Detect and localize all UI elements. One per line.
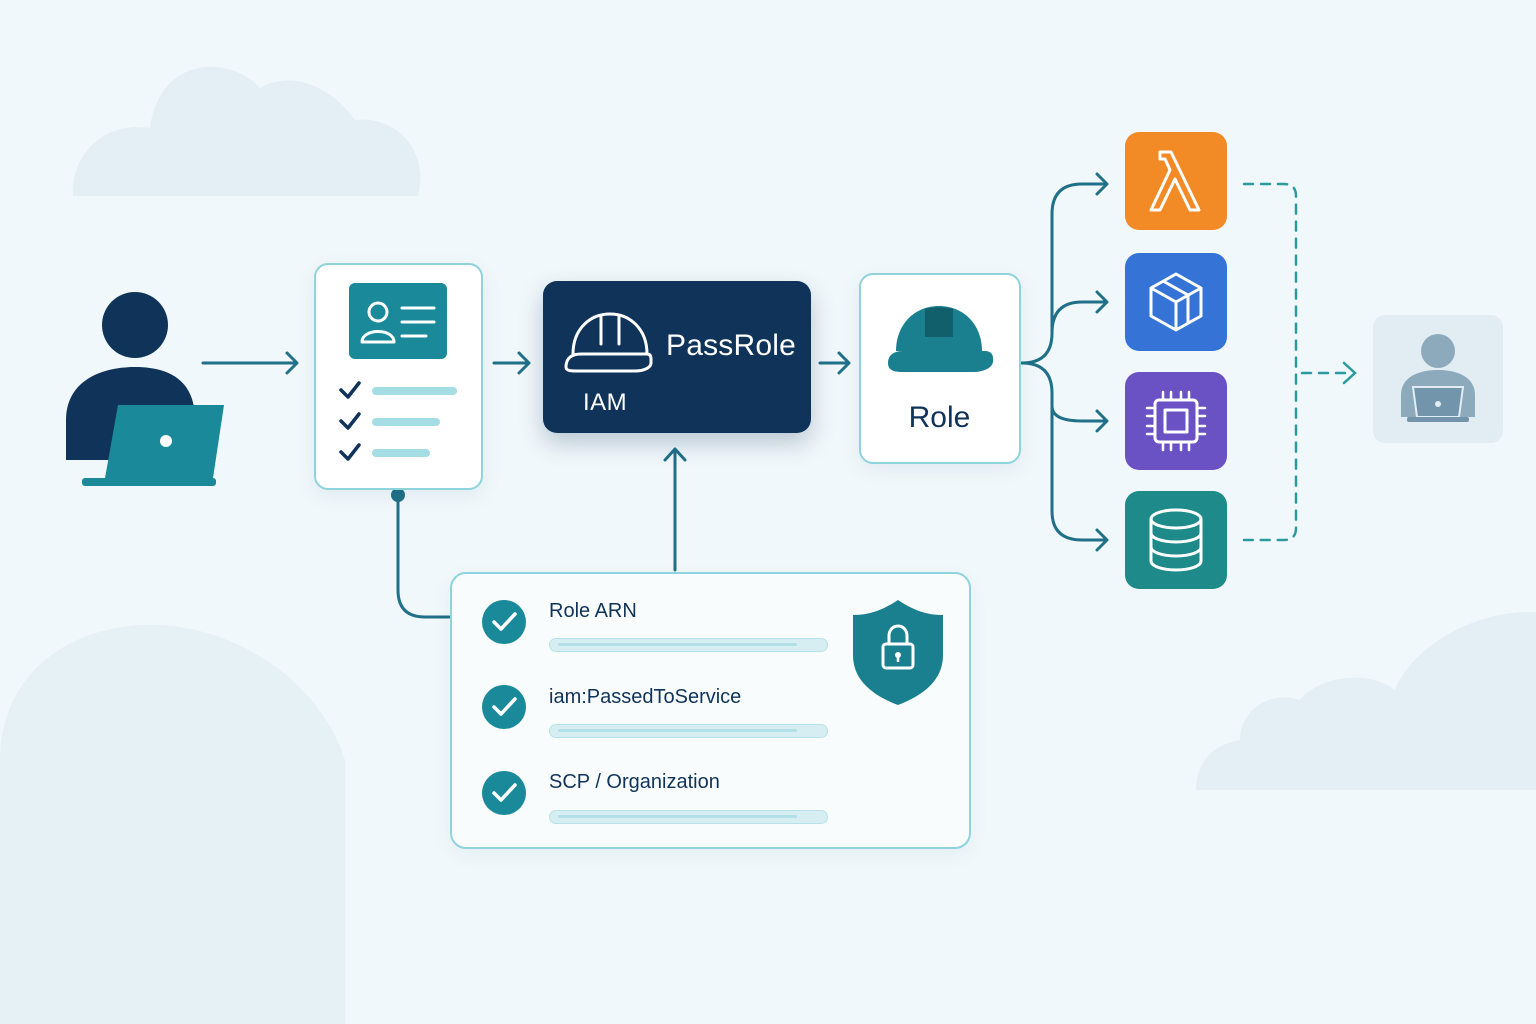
cube-icon [1149, 272, 1203, 332]
id-card-icon [348, 282, 447, 359]
iam-subtitle: IAM [583, 389, 628, 416]
downstream-user-card [1373, 315, 1503, 443]
hard-hat-filled-icon [887, 305, 993, 372]
passrole-title: PassRole [666, 329, 796, 362]
lambda-service-tile [1125, 132, 1227, 230]
checklist [338, 380, 457, 461]
dashed-bracket [1242, 182, 1298, 542]
condition-value-field [549, 724, 828, 738]
database-service-tile [1125, 491, 1227, 589]
condition-value-field [549, 810, 828, 824]
policy-document-card [314, 263, 483, 490]
arrow-role-to-db [1050, 391, 1108, 542]
iam-passrole-card [543, 281, 811, 433]
condition-passed-to-service: iam:PassedToService [549, 686, 742, 708]
checklist-line [371, 417, 440, 426]
checklist-line [371, 386, 457, 395]
condition-role-arn: Role ARN [549, 600, 637, 622]
cube-service-tile [1125, 253, 1227, 351]
check-circle-icon [482, 685, 526, 729]
check-circle-icon [482, 600, 526, 644]
checklist-line [371, 448, 430, 457]
shield-lock-icon [853, 600, 943, 705]
hard-hat-outline-icon [564, 312, 653, 373]
check-circle-icon [482, 771, 526, 815]
lambda-icon [1149, 150, 1201, 212]
arrow-role-to-lambda [1020, 182, 1108, 365]
condition-scp-organization: SCP / Organization [549, 771, 720, 793]
role-label: Role [908, 400, 971, 434]
arrow-role-to-cube [1050, 300, 1108, 335]
check-icon [338, 380, 361, 399]
database-icon [1149, 508, 1203, 572]
chip-icon [1145, 390, 1207, 452]
check-icon [338, 442, 361, 461]
line-policy-to-conditions [396, 493, 451, 619]
chip-service-tile [1125, 372, 1227, 470]
condition-value-field [549, 638, 828, 652]
role-card: Role [859, 273, 1021, 464]
check-icon [338, 411, 361, 430]
user-with-laptop-icon [1401, 334, 1475, 422]
